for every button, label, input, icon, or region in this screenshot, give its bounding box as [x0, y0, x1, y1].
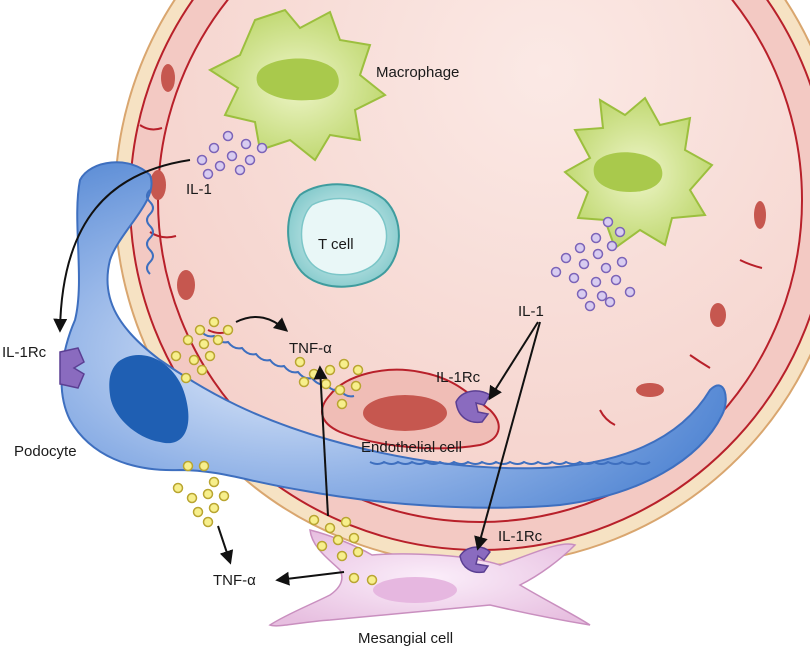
arrow-podocyte-tnf-down — [217, 525, 234, 565]
arrow-mesangial-to-tnf-top — [313, 365, 329, 517]
label-il1-right: IL-1 — [518, 303, 544, 320]
mesangial-nucleus — [373, 577, 457, 603]
label-mesangial-cell: Mesangial cell — [358, 630, 453, 647]
label-t-cell: T cell — [318, 236, 354, 253]
tnf-particles — [170, 316, 378, 586]
arrows — [53, 159, 541, 586]
label-macrophage: Macrophage — [376, 64, 459, 81]
red-blood-cells — [150, 64, 766, 397]
label-tnf-top: TNF-α — [289, 340, 332, 357]
mesangial-cell — [268, 529, 591, 627]
arrow-il1-to-podocyte-receptor — [53, 159, 191, 333]
endothelial-nucleus — [363, 395, 447, 431]
label-il1rc-mesangial: IL-1Rc — [498, 528, 543, 545]
label-endothelial-cell: Endothelial cell — [361, 439, 462, 456]
macrophage-right-nucleus — [593, 152, 663, 192]
arrow-tnf-to-lumen — [235, 315, 289, 332]
podocyte-nucleus — [109, 354, 189, 444]
label-tnf-bottom: TNF-α — [213, 572, 256, 589]
label-il1rc-left: IL-1Rc — [2, 344, 47, 361]
il1-receptor-left — [59, 347, 85, 389]
macrophage-right — [563, 96, 714, 250]
endothelial-cell — [321, 368, 500, 450]
arrow-mesangial-to-tnf-bottom — [275, 571, 345, 586]
macrophage-nucleus — [256, 58, 339, 101]
arrow-il1-to-endothelial-receptor — [488, 321, 539, 401]
il1-receptor-endothelial — [455, 390, 492, 424]
il1-receptor-mesangial — [459, 546, 491, 574]
label-podocyte: Podocyte — [14, 443, 77, 460]
macrophage-top — [207, 8, 387, 162]
t-cell — [287, 183, 400, 288]
label-il1-top: IL-1 — [186, 181, 212, 198]
arrow-il1-to-mesangial-receptor — [474, 321, 541, 551]
podocyte — [60, 161, 727, 509]
il1-particles — [196, 130, 636, 312]
label-il1rc-endothelial: IL-1Rc — [436, 369, 481, 386]
